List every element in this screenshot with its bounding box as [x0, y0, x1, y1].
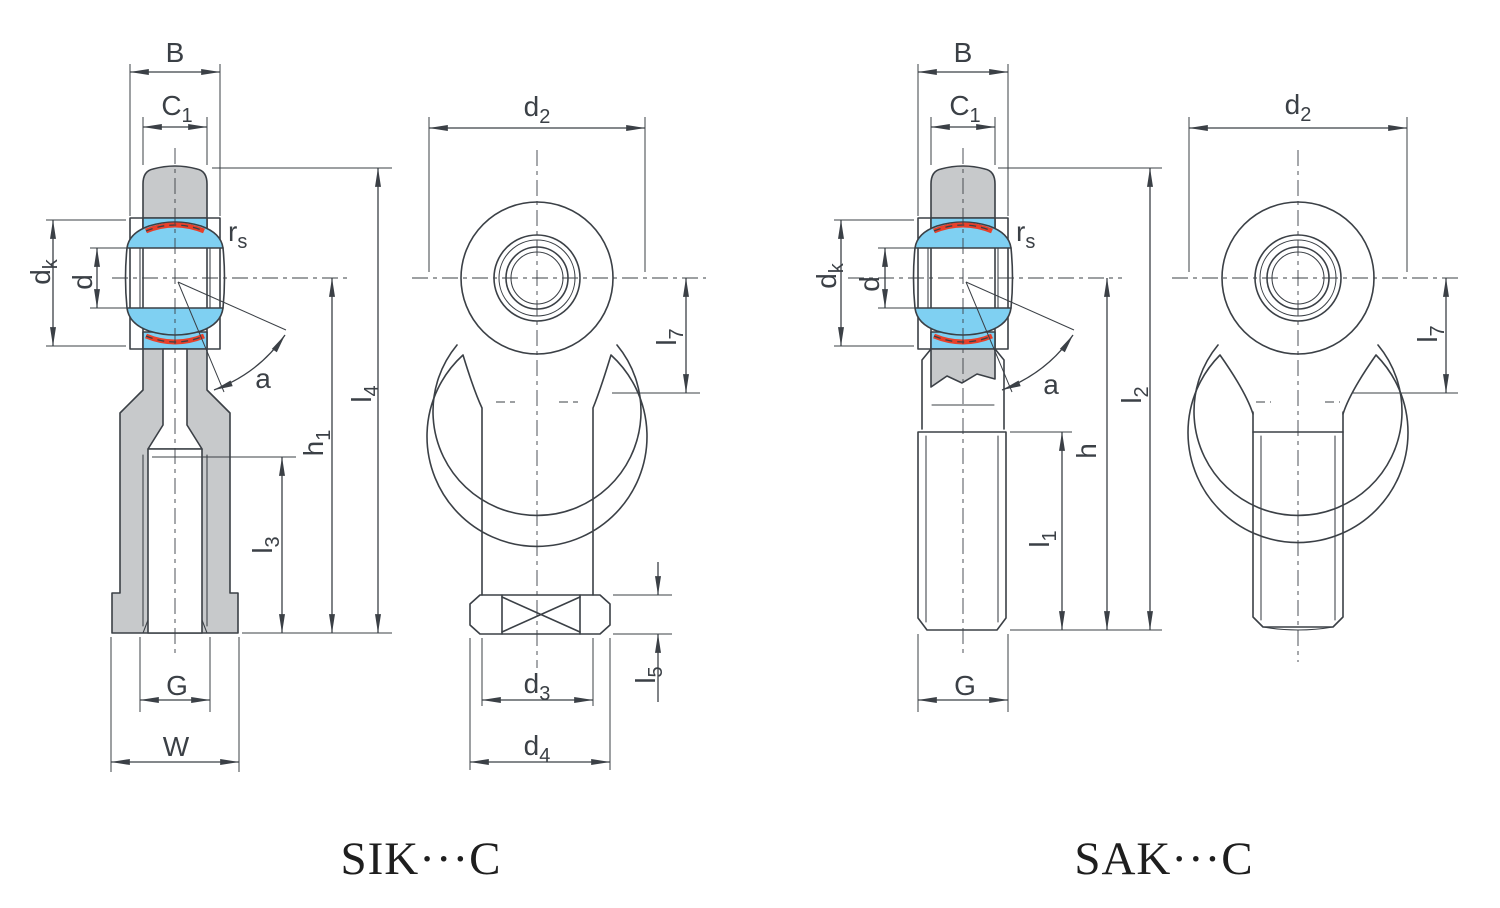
label-l7: l7	[651, 328, 688, 345]
dim-angle-arc	[1001, 334, 1074, 391]
sik-side-labels: B C1 rs dk d a l4 h1 l3 G W	[25, 37, 383, 762]
sik-side-view: B C1 rs dk d a l4 h1 l3 G W	[25, 37, 392, 772]
thread-shank	[1252, 411, 1344, 628]
label-d4: d4	[524, 730, 551, 767]
wrench-flats-block	[469, 594, 611, 635]
sik-side-dimensions	[46, 64, 392, 772]
label-a: a	[1043, 369, 1059, 400]
sik-front-geometry	[412, 150, 706, 668]
label-dk: dk	[25, 258, 62, 285]
label-d: d	[854, 276, 885, 292]
sak-side-geometry	[848, 148, 1122, 656]
dim-angle-arc	[213, 334, 286, 391]
label-d: d	[67, 274, 98, 290]
sik-model-title: SIK···C	[340, 833, 501, 885]
sak-front-labels: d2 l7	[1285, 89, 1449, 343]
label-G: G	[954, 670, 976, 701]
label-h1: h1	[298, 430, 335, 457]
label-rs: rs	[1016, 216, 1035, 253]
label-l5: l5	[630, 666, 667, 683]
label-d3: d3	[524, 668, 551, 705]
sak-side-dimensions	[834, 64, 1162, 712]
sik-front-view: d2 l7 d3 d4 l5	[412, 91, 706, 770]
label-d2: d2	[1285, 89, 1312, 126]
label-l3: l3	[247, 536, 284, 553]
thread-shank	[917, 431, 1007, 631]
label-l7: l7	[1412, 325, 1449, 342]
label-B: B	[954, 37, 973, 68]
label-a: a	[255, 363, 271, 394]
sak-front-geometry	[1172, 150, 1462, 662]
sak-front-dimensions	[1188, 117, 1458, 394]
sak-front-view: d2 l7	[1172, 89, 1462, 662]
label-h: h	[1071, 443, 1102, 459]
label-l2: l2	[1116, 386, 1153, 403]
sak-side-labels: B C1 rs dk d a l2 h l1 G	[811, 37, 1153, 701]
sak-model-title: SAK···C	[1074, 833, 1253, 885]
sik-front-dimensions	[428, 117, 700, 770]
label-W: W	[163, 731, 190, 762]
label-rs: rs	[228, 216, 247, 253]
label-dk: dk	[811, 262, 848, 289]
sak-side-view: B C1 rs dk d a l2 h l1 G	[811, 37, 1162, 712]
label-B: B	[166, 37, 185, 68]
label-G: G	[166, 670, 188, 701]
label-d2: d2	[524, 91, 551, 128]
label-C1: C1	[161, 90, 192, 127]
flats-cross	[501, 596, 581, 633]
sik-front-labels: d2 l7 d3 d4 l5	[524, 91, 688, 767]
label-C1: C1	[949, 90, 980, 127]
label-l1: l1	[1024, 530, 1061, 547]
label-l4: l4	[346, 385, 383, 402]
sik-side-geometry	[111, 148, 348, 656]
